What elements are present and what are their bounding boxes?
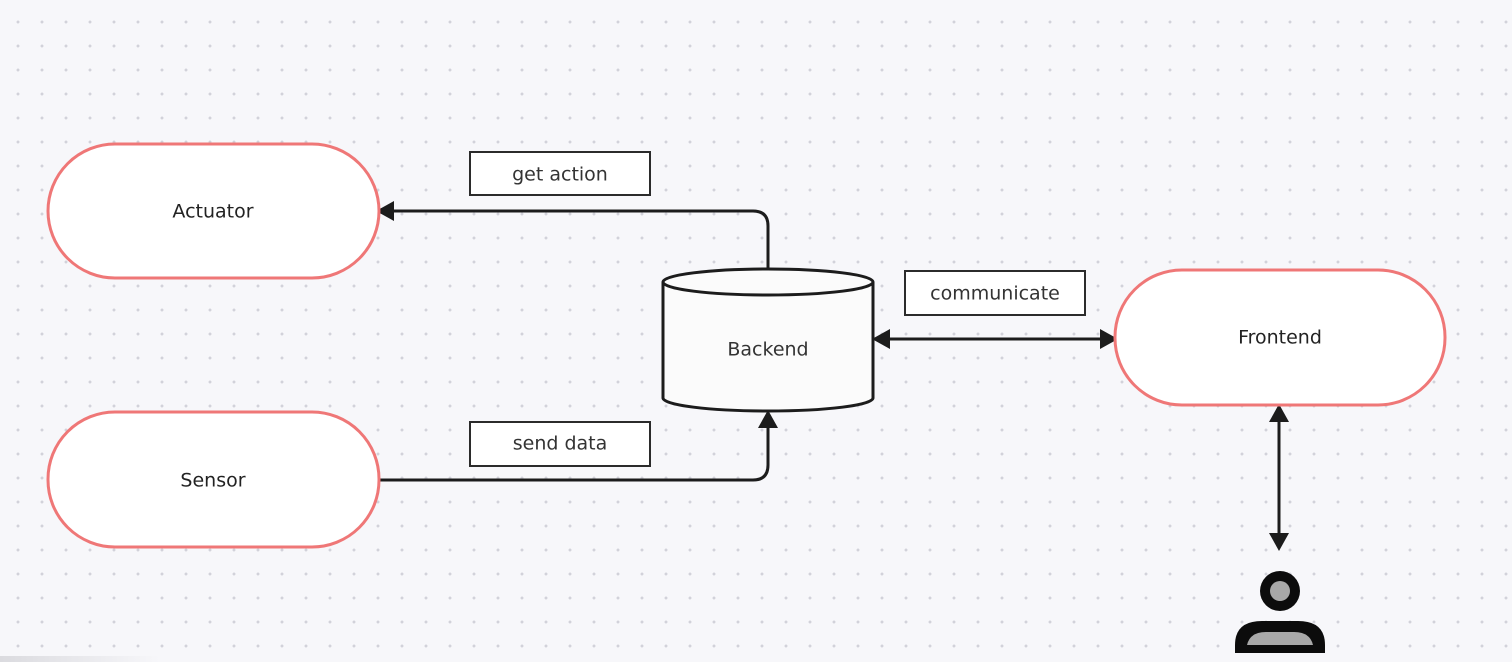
node-sensor[interactable]: Sensor [46,410,381,549]
edge-label-communicate[interactable]: communicate [904,270,1086,316]
canvas-edge-shadow [0,656,160,662]
node-backend[interactable]: Backend [661,267,875,413]
edge-frontend-user[interactable] [1269,404,1289,551]
edge-send-data[interactable] [380,410,778,482]
node-sensor-label: Sensor [180,470,245,492]
user-icon[interactable] [1235,571,1325,653]
node-frontend[interactable]: Frontend [1113,268,1447,407]
edge-get-action[interactable] [376,201,770,268]
edge-label-communicate-text: communicate [930,283,1060,305]
edge-label-send-data[interactable]: send data [469,421,651,467]
edge-label-send-data-text: send data [513,433,608,455]
node-frontend-label: Frontend [1238,327,1322,349]
edge-label-get-action[interactable]: get action [469,151,651,196]
node-backend-label: Backend [727,339,808,361]
node-actuator-label: Actuator [172,201,253,223]
node-actuator[interactable]: Actuator [46,142,381,280]
edge-communicate[interactable] [872,329,1118,349]
edge-label-get-action-text: get action [512,164,608,186]
